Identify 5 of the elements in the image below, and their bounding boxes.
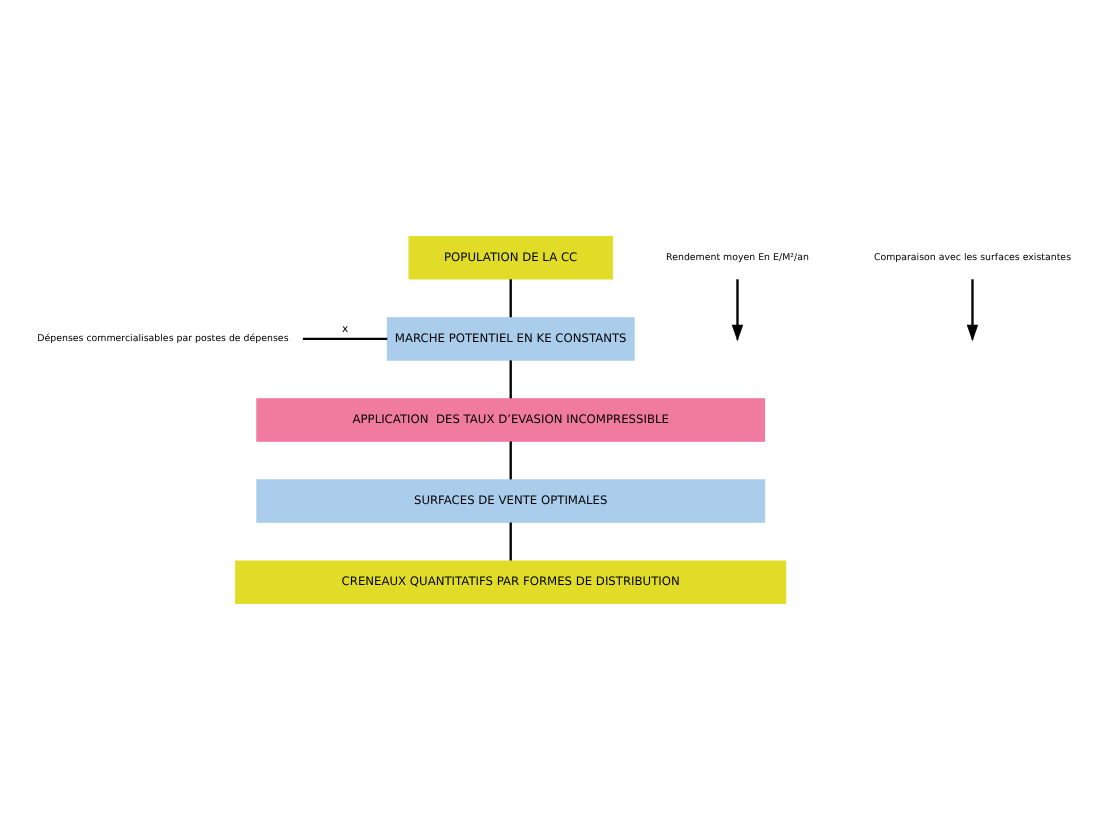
connector — [509, 521, 512, 560]
connector — [302, 336, 388, 340]
connector — [509, 278, 512, 317]
connector — [509, 440, 512, 479]
connector — [509, 359, 512, 398]
